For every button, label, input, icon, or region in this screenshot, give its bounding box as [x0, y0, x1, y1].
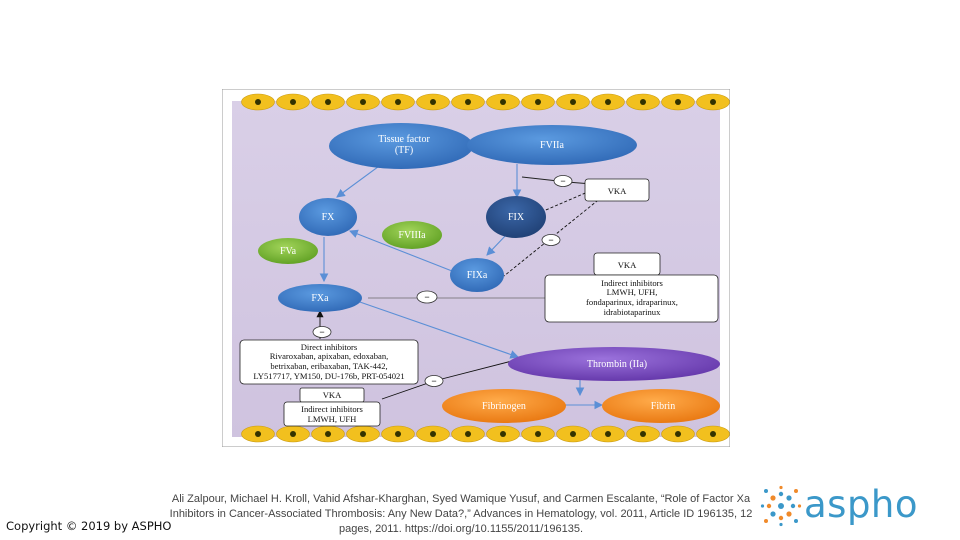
inhibit-symbol-indirect-fxa: − [416, 290, 438, 304]
aspho-logo-text: aspho [804, 483, 919, 526]
svg-text:VKA: VKA [608, 186, 627, 196]
cell-nucleus [710, 431, 716, 437]
cell-nucleus [395, 431, 401, 437]
node-thrombin: Thrombin (IIa) [508, 347, 720, 381]
copyright-notice: Copyright © 2019 by ASPHO [6, 519, 172, 533]
cell-nucleus [290, 431, 296, 437]
node-fva: FVa [258, 238, 318, 264]
activation-arrows [319, 163, 604, 410]
endothelial-cells-bottom [241, 425, 730, 443]
svg-text:FIXa: FIXa [467, 270, 488, 281]
cell-nucleus [710, 99, 716, 105]
cell-nucleus [395, 99, 401, 105]
svg-text:FVIIa: FVIIa [540, 140, 564, 151]
cell-nucleus [675, 431, 681, 437]
cell-nucleus [570, 99, 576, 105]
cell-nucleus [430, 99, 436, 105]
svg-text:(TF): (TF) [395, 145, 413, 156]
cell-nucleus [325, 99, 331, 105]
svg-text:−: − [560, 176, 565, 186]
svg-text:Tissue factor: Tissue factor [378, 134, 430, 145]
svg-text:Indirect inhibitors: Indirect inhibitors [301, 404, 363, 414]
svg-text:Fibrin: Fibrin [651, 401, 675, 412]
svg-text:FXa: FXa [311, 293, 329, 304]
svg-text:FX: FX [322, 212, 336, 223]
cell-nucleus [360, 431, 366, 437]
svg-text:Indirect inhibitors: Indirect inhibitors [601, 278, 663, 288]
node-fviia: FVIIa [467, 125, 637, 165]
cell-nucleus [605, 431, 611, 437]
cell-nucleus [325, 431, 331, 437]
cell-nucleus [465, 99, 471, 105]
svg-text:betrixaban, eribaxaban, TAK-44: betrixaban, eribaxaban, TAK-442, [270, 361, 387, 371]
svg-text:Rivaroxaban, apixaban, edoxaba: Rivaroxaban, apixaban, edoxaban, [270, 351, 389, 361]
svg-text:VKA: VKA [323, 390, 342, 400]
svg-text:idrabiotaparinux: idrabiotaparinux [604, 307, 661, 317]
box-vka-top: VKA [584, 178, 650, 202]
node-tissue-factor: Tissue factor (TF) [329, 123, 473, 169]
cell-nucleus [430, 431, 436, 437]
svg-text:VKA: VKA [618, 260, 637, 270]
node-fibrin: Fibrin [602, 389, 720, 423]
inhibit-symbol-vka-fix: − [541, 234, 561, 246]
svg-text:LMWH, UFH,: LMWH, UFH, [607, 287, 658, 297]
svg-text:Direct inhibitors: Direct inhibitors [301, 342, 358, 352]
svg-text:−: − [431, 376, 436, 386]
coagulation-cascade-figure: − − − − − Tissue factor (TF) FVIIa [222, 89, 730, 447]
svg-text:Fibrinogen: Fibrinogen [482, 401, 526, 412]
svg-text:Thrombin (IIa): Thrombin (IIa) [587, 359, 647, 370]
box-vka-bottom: VKA [299, 387, 365, 403]
cell-nucleus [255, 431, 261, 437]
svg-text:FIX: FIX [508, 212, 525, 223]
node-fxa: FXa [278, 284, 362, 312]
box-indirect-right: VKA Indirect inhibitors LMWH, UFH, fonda… [544, 252, 719, 323]
cell-nucleus [360, 99, 366, 105]
node-fixa: FIXa [450, 258, 504, 292]
cell-nucleus [535, 431, 541, 437]
aspho-logo-mark-icon [760, 485, 802, 527]
aspho-logo: aspho [760, 483, 940, 527]
svg-text:LY517717, YM150, DU-176b, PRT-: LY517717, YM150, DU-176b, PRT-054021 [253, 371, 404, 381]
svg-text:−: − [548, 235, 553, 245]
citation-caption: Ali Zalpour, Michael H. Kroll, Vahid Afs… [169, 493, 753, 535]
cell-nucleus [535, 99, 541, 105]
cell-nucleus [605, 99, 611, 105]
cell-nucleus [290, 99, 296, 105]
factor-nodes: Tissue factor (TF) FVIIa FX FIX FVIIIa F… [258, 123, 720, 423]
svg-text:LMWH, UFH: LMWH, UFH [308, 414, 357, 424]
inhibit-symbol-thrombin: − [424, 375, 444, 387]
svg-text:FVa: FVa [280, 246, 297, 257]
svg-text:−: − [424, 292, 429, 302]
inhibitor-boxes: VKA VKA Indirect inhibitors LMWH, UFH, f… [239, 178, 719, 427]
cell-nucleus [500, 431, 506, 437]
cell-nucleus [465, 431, 471, 437]
svg-text:FVIIIa: FVIIIa [398, 230, 426, 241]
box-indirect-bottom: Indirect inhibitors LMWH, UFH [283, 401, 381, 427]
inhibit-symbols: − − − − − [312, 175, 573, 387]
cell-nucleus [640, 431, 646, 437]
svg-text:fondaparinux, idraparinux,: fondaparinux, idraparinux, [586, 297, 678, 307]
cell-nucleus [675, 99, 681, 105]
cell-nucleus [255, 99, 261, 105]
inhibit-symbol-direct-fxa: − [312, 326, 332, 338]
cell-nucleus [500, 99, 506, 105]
svg-text:−: − [319, 327, 324, 337]
node-fx: FX [299, 198, 357, 236]
cell-nucleus [640, 99, 646, 105]
node-fix: FIX [486, 196, 546, 238]
box-direct-inhibitors: Direct inhibitors Rivaroxaban, apixaban,… [239, 339, 419, 385]
inhibit-symbol-vka-fviia: − [553, 175, 573, 187]
cell-nucleus [570, 431, 576, 437]
node-fibrinogen: Fibrinogen [442, 389, 566, 423]
endothelial-cells-top [241, 93, 730, 111]
node-fviiia: FVIIIa [382, 221, 442, 249]
